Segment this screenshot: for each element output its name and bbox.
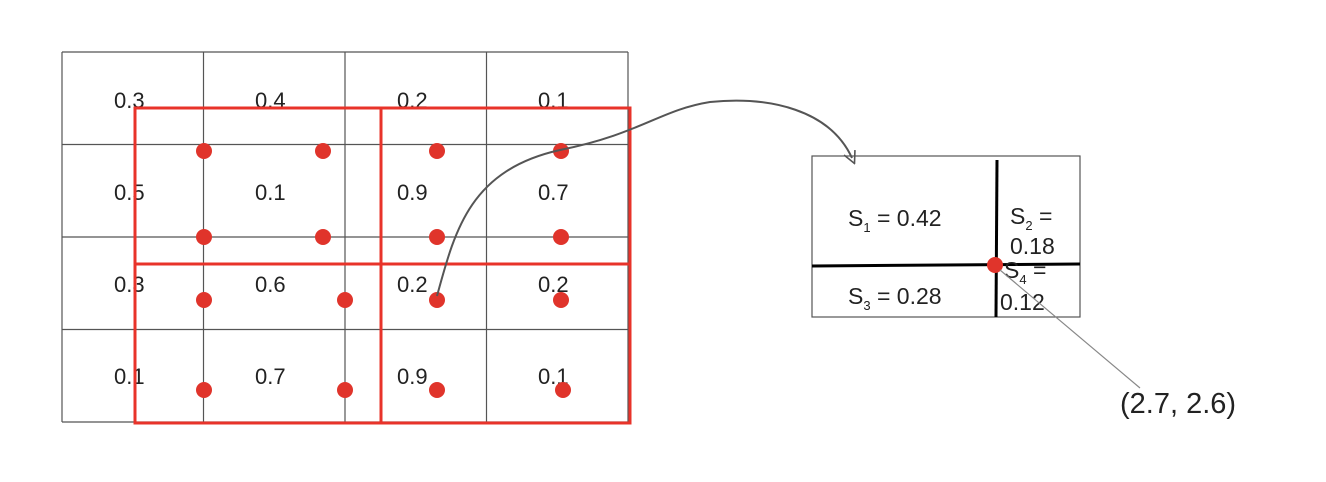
sampling-point xyxy=(553,292,569,308)
curved-arrow xyxy=(436,99,852,297)
grid-cell-value: 0.2 xyxy=(397,272,428,297)
sampling-point xyxy=(429,229,445,245)
sampling-point xyxy=(429,292,445,308)
area-s4: S4 = xyxy=(1004,257,1046,287)
roi-box xyxy=(133,106,632,425)
sampling-point xyxy=(337,292,353,308)
detail-sample-dot xyxy=(987,257,1003,273)
sampling-point xyxy=(429,382,445,398)
sampling-point xyxy=(429,143,445,159)
sampling-point xyxy=(315,229,331,245)
sampling-point xyxy=(196,292,212,308)
sampling-point xyxy=(553,143,569,159)
grid-cell-value: 0.7 xyxy=(255,364,286,389)
area-s1: S1 = 0.42 xyxy=(848,205,942,235)
grid-cell-value: 0.1 xyxy=(114,364,145,389)
sampling-point xyxy=(196,229,212,245)
grid-cell-value: 0.9 xyxy=(397,180,428,205)
sampling-point xyxy=(553,229,569,245)
sampling-point xyxy=(337,382,353,398)
sampling-point xyxy=(315,143,331,159)
grid-cell-value: 0.5 xyxy=(114,180,145,205)
sampling-point xyxy=(555,382,571,398)
sampling-point xyxy=(196,382,212,398)
sample-pointer-line xyxy=(999,269,1141,389)
detail-box-border xyxy=(811,155,1081,318)
grid-cell-value: 0.1 xyxy=(255,180,286,205)
detail-vertical-divider xyxy=(994,159,999,318)
area-s2-value: 0.18 xyxy=(1010,233,1055,259)
sampling-point xyxy=(196,143,212,159)
sample-coordinate-label: (2.7, 2.6) xyxy=(1120,388,1236,420)
area-s3: S3 = 0.28 xyxy=(848,283,942,313)
bilinear-detail-box: S1 = 0.42 S2 = 0.18 S3 = 0.28 S4 = 0.12 xyxy=(811,155,1081,318)
grid-cell-value: 0.9 xyxy=(397,364,428,389)
sampling-points xyxy=(196,143,571,398)
area-s2: S2 = xyxy=(1010,203,1052,233)
grid-cell-value: 0.3 xyxy=(114,272,145,297)
grid-cell-value: 0.7 xyxy=(538,180,569,205)
detail-horizontal-divider xyxy=(811,262,1081,268)
grid-cell-value: 0.6 xyxy=(255,272,286,297)
